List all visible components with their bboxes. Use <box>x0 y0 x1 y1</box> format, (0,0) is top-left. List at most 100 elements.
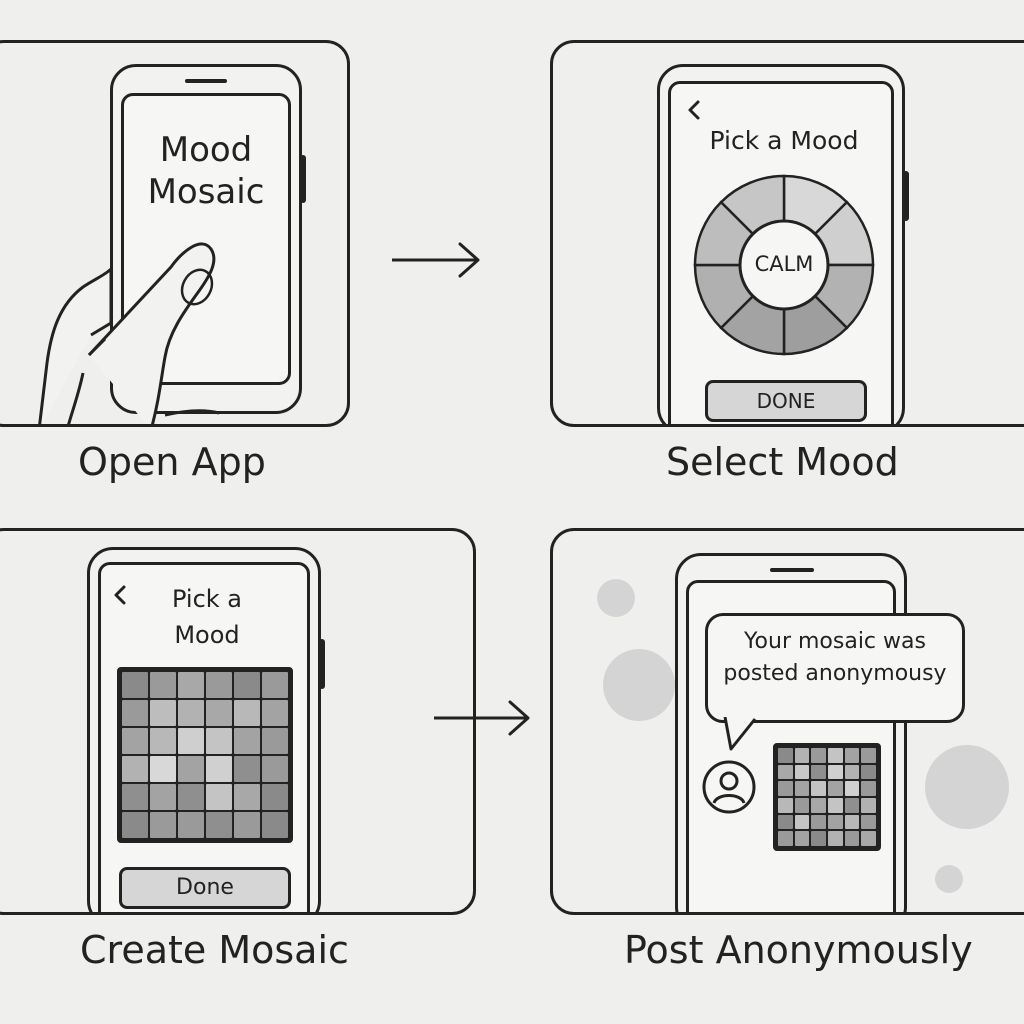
mosaic-cell[interactable] <box>206 756 232 782</box>
mosaic-cell <box>778 748 793 763</box>
mosaic-cell[interactable] <box>178 728 204 754</box>
mosaic-cell <box>828 814 843 830</box>
phone-speaker <box>185 79 227 83</box>
mood-wheel-icon[interactable] <box>693 174 875 356</box>
screen-title: Pick a Mood <box>709 126 859 155</box>
caption-post-anonymously: Post Anonymously <box>624 928 973 972</box>
phone-select-mood: Pick a Mood CALM DONE <box>657 64 905 424</box>
mosaic-grid-editor[interactable] <box>117 667 293 843</box>
mosaic-cell[interactable] <box>206 812 232 838</box>
mosaic-cell <box>811 831 826 846</box>
user-avatar-icon <box>702 760 756 814</box>
mosaic-cell <box>778 764 793 780</box>
decor-dot <box>935 865 963 893</box>
app-name-line-1: Mood <box>159 130 253 170</box>
decor-dot <box>925 745 1009 829</box>
mood-selected-label: CALM <box>754 252 814 276</box>
mosaic-cell <box>861 814 876 830</box>
mosaic-cell[interactable] <box>262 672 288 698</box>
back-chevron-icon[interactable] <box>109 583 133 607</box>
done-button[interactable]: DONE <box>705 380 867 422</box>
mosaic-cell[interactable] <box>122 784 148 810</box>
mosaic-cell <box>794 814 810 830</box>
mosaic-cell[interactable] <box>206 672 232 698</box>
mosaic-cell[interactable] <box>234 728 260 754</box>
mosaic-cell <box>844 748 860 763</box>
mosaic-cell <box>778 831 793 846</box>
arrow-right-icon <box>434 700 530 736</box>
panel-open-app: Mood Mosaic <box>0 40 350 427</box>
mosaic-cell <box>811 798 826 813</box>
caption-open-app: Open App <box>78 440 266 484</box>
mosaic-cell[interactable] <box>150 700 176 726</box>
phone-post-anonymously <box>675 553 907 912</box>
mosaic-cell <box>778 814 793 830</box>
mosaic-cell <box>828 764 843 780</box>
phone-screen: Pick a Mood CALM DONE <box>668 81 894 424</box>
mosaic-cell[interactable] <box>262 728 288 754</box>
mosaic-cell[interactable] <box>234 756 260 782</box>
done-button[interactable]: Done <box>119 867 291 909</box>
screen-title-line-1: Pick a <box>171 585 243 613</box>
back-chevron-icon[interactable] <box>683 98 707 122</box>
mosaic-cell[interactable] <box>150 728 176 754</box>
mosaic-cell[interactable] <box>150 812 176 838</box>
mosaic-cell[interactable] <box>234 700 260 726</box>
mosaic-cell <box>794 798 810 813</box>
panel-select-mood: Pick a Mood CALM DONE <box>550 40 1024 427</box>
hand-tap-icon <box>38 242 220 424</box>
mosaic-cell[interactable] <box>122 756 148 782</box>
mosaic-cell[interactable] <box>178 700 204 726</box>
bubble-tail <box>723 717 757 751</box>
mosaic-cell[interactable] <box>206 784 232 810</box>
mosaic-cell <box>844 831 860 846</box>
mosaic-cell[interactable] <box>178 812 204 838</box>
mosaic-cell <box>861 781 876 796</box>
phone-create-mosaic: Pick a Mood Done <box>87 547 321 912</box>
posted-mosaic-grid <box>773 743 881 851</box>
mosaic-cell[interactable] <box>234 672 260 698</box>
mosaic-cell <box>811 764 826 780</box>
mosaic-cell[interactable] <box>122 812 148 838</box>
mosaic-cell[interactable] <box>122 728 148 754</box>
mosaic-cell[interactable] <box>122 672 148 698</box>
caption-select-mood: Select Mood <box>666 440 899 484</box>
mosaic-cell <box>828 798 843 813</box>
screen-title-line-2: Mood <box>174 621 240 649</box>
mosaic-cell[interactable] <box>234 784 260 810</box>
bubble-line-2: posted anonymousy <box>723 661 947 686</box>
decor-dot <box>603 649 675 721</box>
mosaic-cell <box>844 798 860 813</box>
mosaic-cell <box>844 781 860 796</box>
arrow-right-icon <box>392 242 480 278</box>
mosaic-cell[interactable] <box>206 700 232 726</box>
mosaic-cell[interactable] <box>234 812 260 838</box>
phone-side-button <box>903 171 909 221</box>
mosaic-cell[interactable] <box>178 756 204 782</box>
mosaic-cell <box>811 781 826 796</box>
mosaic-cell <box>861 831 876 846</box>
mosaic-cell[interactable] <box>178 672 204 698</box>
mosaic-cell <box>861 748 876 763</box>
mosaic-cell[interactable] <box>262 700 288 726</box>
mosaic-cell <box>828 748 843 763</box>
mosaic-cell[interactable] <box>262 756 288 782</box>
mosaic-cell <box>861 798 876 813</box>
mosaic-cell <box>844 764 860 780</box>
panel-post-anonymously: Your mosaic was posted anonymousy <box>550 528 1024 915</box>
decor-dot <box>597 579 635 617</box>
mosaic-cell <box>861 764 876 780</box>
mosaic-cell <box>844 814 860 830</box>
posted-confirmation-bubble: Your mosaic was posted anonymousy <box>705 613 965 723</box>
mosaic-cell[interactable] <box>122 700 148 726</box>
mosaic-cell[interactable] <box>150 756 176 782</box>
mosaic-cell[interactable] <box>178 784 204 810</box>
mosaic-cell[interactable] <box>150 672 176 698</box>
mosaic-cell[interactable] <box>150 784 176 810</box>
mosaic-cell <box>778 798 793 813</box>
mosaic-cell[interactable] <box>262 812 288 838</box>
mosaic-cell[interactable] <box>262 784 288 810</box>
mosaic-cell[interactable] <box>206 728 232 754</box>
mosaic-cell <box>794 831 810 846</box>
